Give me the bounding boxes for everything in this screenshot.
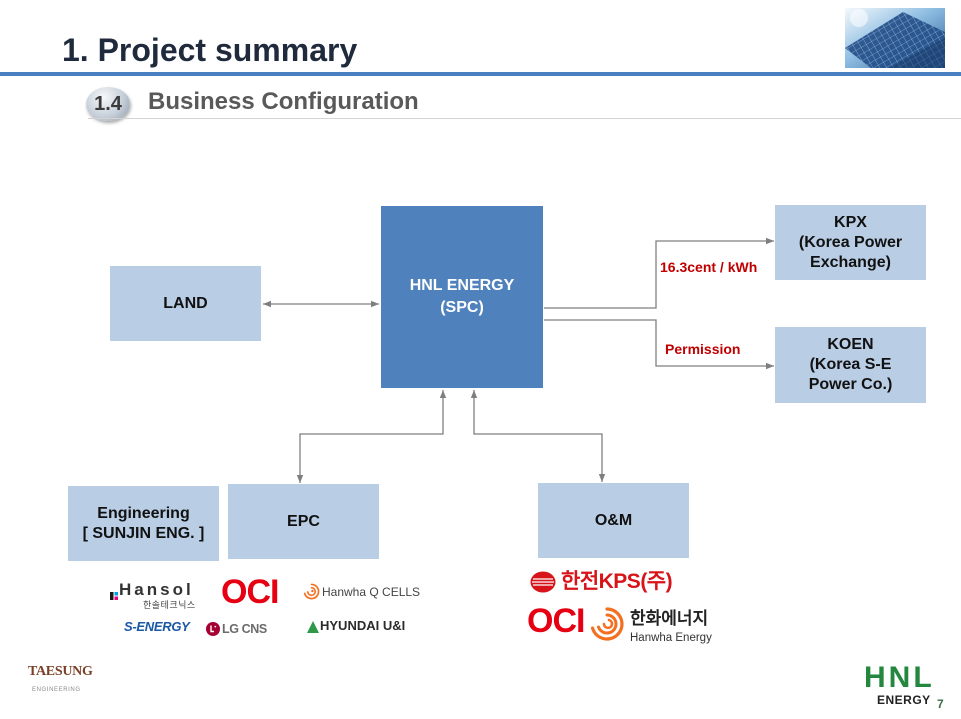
om-box-label: O&M [594, 511, 633, 529]
section-title: Business Configuration [148, 88, 419, 115]
hanwha-swirl-icon [589, 605, 625, 643]
om-box: O&M [538, 483, 689, 558]
connector-center-om [470, 390, 606, 482]
photo-sun-glow [850, 9, 868, 27]
koen-box: KOEN (Korea S-E Power Co.) [775, 327, 926, 403]
hansol-logo-subtitle: 한솔테크닉스 [143, 600, 196, 610]
s-energy-logo: S-ENERGY [124, 619, 190, 634]
taesung-logo-subtitle: ENGINEERING [32, 687, 81, 693]
epc-box: EPC [228, 484, 379, 559]
connector-center-epc [296, 390, 447, 483]
tariff-label: 16.3cent / kWh [660, 259, 758, 275]
hnl-logo-name: HNL [864, 661, 935, 694]
oci-logo-epc: OCI [221, 573, 279, 611]
section-number-badge: 1.4 [86, 87, 130, 121]
solar-panel-photo [845, 8, 945, 68]
engineering-box-line2: [ SUNJIN ENG. ] [82, 524, 205, 542]
permission-label: Permission [665, 341, 741, 357]
section-rule [88, 118, 961, 119]
engineering-box: Engineering [ SUNJIN ENG. ] [68, 486, 219, 561]
hanwha-energy-logo-subtitle: Hanwha Energy [630, 632, 712, 644]
kpx-box-line2: (Korea Power [798, 233, 903, 251]
hnl-energy-box-line2: (SPC) [440, 299, 484, 316]
kps-emblem-icon [530, 571, 556, 593]
kpx-box: KPX (Korea Power Exchange) [775, 205, 926, 280]
taesung-logo-name: TAESUNG [28, 664, 93, 679]
engineering-box-line1: Engineering [97, 504, 190, 522]
title-rule [0, 72, 961, 76]
hnl-energy-spc-box: HNL ENERGY (SPC) [381, 206, 543, 388]
green-triangle-icon [307, 620, 319, 633]
land-box: LAND [110, 266, 261, 341]
kps-logo-name: 한전KPS(주) [561, 570, 673, 593]
lg-face-icon [206, 622, 220, 636]
koen-box-line1: KOEN [827, 336, 874, 353]
hansol-logo-name: Hansol [119, 580, 194, 599]
epc-box-label: EPC [287, 512, 320, 530]
hansol-mark-icon [110, 587, 118, 600]
koen-box-line2: (Korea S-E [809, 356, 892, 373]
kpx-box-line3: Exchange) [810, 253, 891, 271]
qcells-logo-name: Hanwha Q CELLS [322, 585, 421, 599]
hyundai-logo-name: HYUNDAI U&I [320, 618, 406, 633]
kpx-box-line1: KPX [834, 213, 867, 231]
hanwha-swirl-icon [303, 583, 320, 600]
koen-box-line3: Power Co.) [808, 376, 893, 393]
land-box-label: LAND [163, 294, 208, 312]
oci-logo-om: OCI [527, 602, 585, 640]
hnl-energy-box-line1: HNL ENERGY [409, 277, 515, 294]
slide-title: 1. Project summary [62, 32, 358, 68]
solar-panel-photo-graphic [845, 8, 945, 68]
lg-cns-logo-name: LG CNS [222, 622, 267, 636]
page-number: 7 [937, 697, 944, 711]
hnl-logo-subtitle: ENERGY [877, 693, 931, 707]
hanwha-energy-logo-name: 한화에너지 [630, 609, 709, 628]
photo-panel-shadow [889, 38, 945, 68]
